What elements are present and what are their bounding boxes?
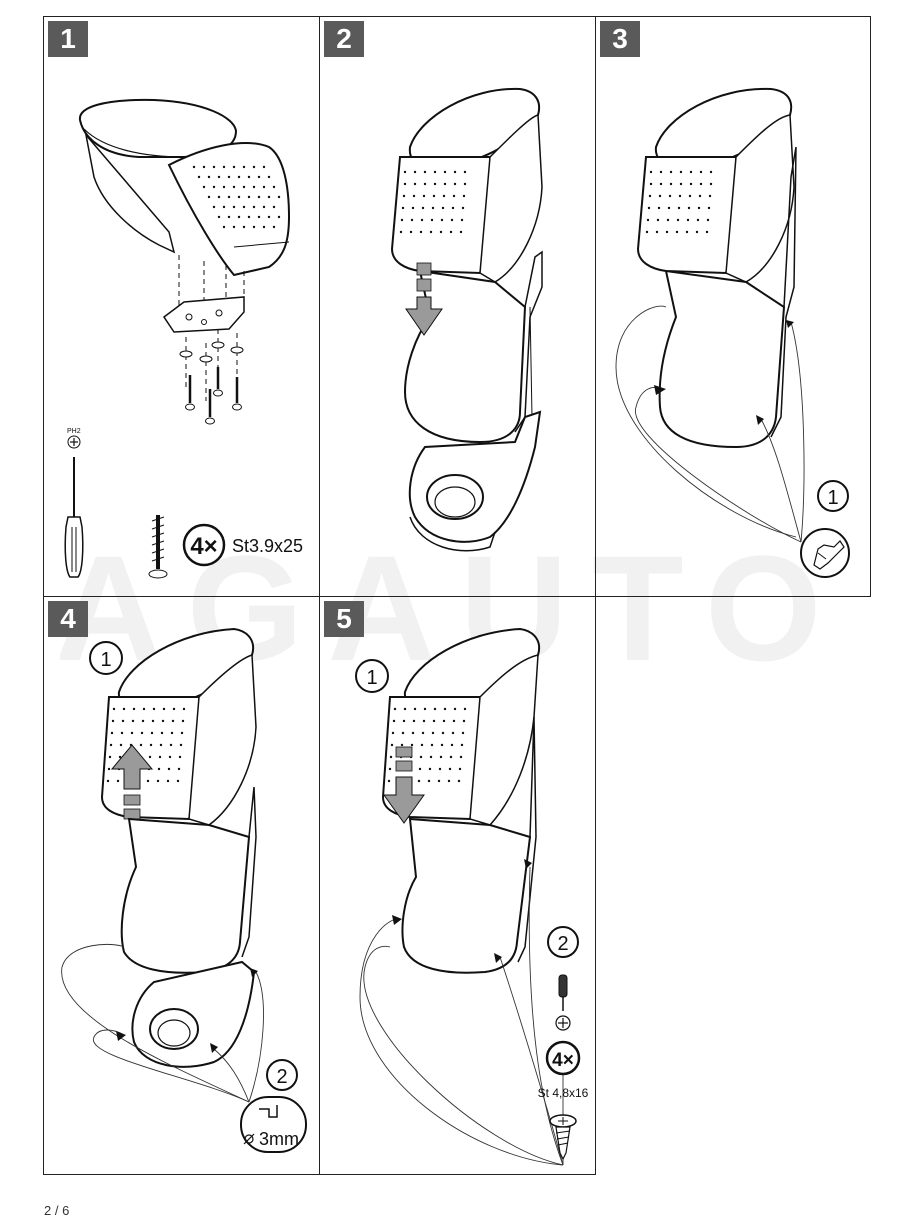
step-2-panel: 2 (319, 16, 596, 597)
step-1-illustration: PH2 4× St3.9x25 (64, 98, 303, 579)
up-arrow-icon (110, 744, 154, 820)
step-2-illustration (390, 87, 543, 552)
hand-push-icon (800, 528, 850, 578)
ph2-label: PH2 (67, 428, 81, 435)
screw-spec-label: St 4,8x16 (538, 1086, 589, 1100)
step-4-callout-2-label: 2 (276, 1066, 287, 1088)
step-4-callout-1-label: 1 (100, 649, 111, 671)
step-5-illustration: 1 2 (355, 627, 589, 1166)
step-3-callout-1-label: 1 (827, 487, 838, 509)
count-label: 4× (190, 533, 217, 560)
screw-spec-label: St3.9x25 (232, 536, 303, 556)
screwdriver-icon (558, 974, 568, 1011)
step-3-callout-1 (817, 480, 849, 512)
pan-head-screw-icon (549, 1114, 577, 1161)
step-1-panel: 1 (43, 16, 320, 597)
drill-size-label: 3mm (259, 1129, 299, 1149)
step-5-panel: 5 1 (319, 596, 596, 1175)
wood-screw-icon (148, 515, 168, 579)
step-3-illustration: 1 (615, 87, 850, 578)
phillips-bit-icon (67, 435, 81, 449)
down-arrow-icon (405, 262, 443, 336)
step-5-badge: 5 (324, 601, 364, 637)
step-4-callout-2 (266, 1059, 298, 1091)
step-3-badge: 3 (600, 21, 640, 57)
page-number: 2 / 6 (44, 1203, 70, 1218)
down-arrow-icon (383, 746, 425, 824)
phillips-bit-icon (555, 1015, 571, 1031)
count-badge (182, 523, 226, 567)
step-4-panel: 4 1 (43, 596, 320, 1175)
step-5-callout-2-label: 2 (557, 933, 568, 955)
screwdriver-icon (64, 457, 84, 578)
step-4-badge: 4 (48, 601, 88, 637)
step-4-illustration: 1 (61, 627, 307, 1153)
screws (185, 367, 242, 425)
count-badge (545, 1040, 581, 1076)
step-5-callout-1-label: 1 (366, 667, 377, 689)
step-2-badge: 2 (324, 21, 364, 57)
step-1-badge: 1 (48, 21, 88, 57)
upholstery-pattern (192, 165, 281, 229)
step-3-panel: 3 1 (595, 16, 871, 597)
count-label: 4× (552, 1050, 574, 1071)
step-5-callout-2 (547, 926, 579, 958)
step-4-callout-1 (89, 641, 123, 675)
step-5-callout-1 (355, 659, 389, 693)
drill-bit-icon (240, 1096, 307, 1153)
